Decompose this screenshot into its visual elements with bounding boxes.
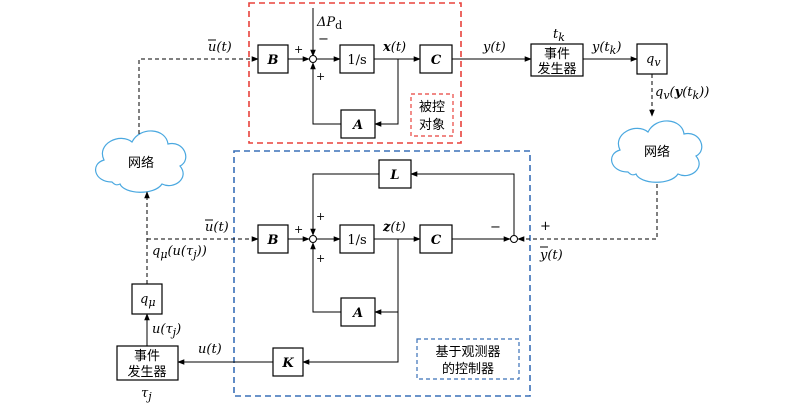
obs-A-to-sum [310,242,341,313]
network-cloud-right [611,120,703,183]
event-gen-top-line2: 发生器 [537,61,576,77]
observer-label-line1: 基于观测器 [435,345,500,360]
L-to-sum [310,173,379,236]
observer-label-line2: 的控制器 [442,361,494,377]
plant-integrator-label: 1/s [347,53,366,68]
t-k-label: tk [553,27,565,44]
q-mu-label: qμ [140,292,155,309]
observer-C-block [419,224,453,254]
observer-L-label: L [389,168,399,183]
obs-sum-plus-left: + [294,223,303,236]
network-right-label: 网络 [644,144,670,160]
observer-K-label: K [281,356,294,371]
u-tau-label: u(τj) [152,322,181,339]
event-generator-top [530,43,584,77]
u-bar-mid-label: u(t) [205,220,229,235]
qv-label: qv [646,52,661,69]
q-mu-block [131,283,163,315]
y-bar-label: y(t) [539,248,563,263]
disturbance-label: ΔPd [316,15,342,32]
plant-B-block [257,44,289,74]
plant-label-box [410,93,454,137]
plant-A-to-sum [310,62,341,125]
event-gen-top-line1: 事件 [544,47,570,62]
observer-K-block [272,347,304,377]
plant-sum-junction [309,55,317,63]
y-tk-label: y(tk) [591,40,621,57]
observer-A-block [340,297,376,327]
y-bar-plus: + [540,219,551,234]
plant-y-label: y(t) [482,40,506,55]
plant-label-line1: 被控 [419,100,445,115]
error-to-L [410,171,515,239]
qv-block [636,43,668,75]
observer-label-box [416,338,520,380]
u-t-label: u(t) [198,342,222,357]
obs-sum-plus-bottom: + [316,252,325,265]
observer-L-block [378,159,412,189]
observer-B-label: B [267,233,279,248]
error-junction [510,235,518,243]
observer-integrator-label: 1/s [347,233,366,248]
qv-y-tk-label: qv(y(tk)) [655,85,709,102]
plant-state-to-A [374,59,399,127]
plant-frame [248,2,462,144]
observer-A-label: A [351,306,363,321]
observer-integrator-block [339,224,375,254]
plant-A-block [340,109,376,139]
network-left-label: 网络 [128,155,154,171]
event-gen-bottom-line1: 事件 [134,349,160,364]
plant-sum-plus-left: + [294,43,303,56]
obs-state-to-A [374,239,399,315]
y-bar-line [517,184,658,242]
obs-sum-plus-top: + [316,210,325,223]
u-bar-top-label: u(t) [208,40,232,55]
observer-sum-junction [309,235,317,243]
plant-B-label: B [267,53,279,68]
observer-C-label: C [431,233,442,248]
network-cloud-left [95,130,187,193]
disturbance-sign: − [318,32,329,47]
plant-A-label: A [351,118,363,133]
plant-C-block [419,44,453,74]
plant-state-label: x(t) [382,40,406,55]
plant-integrator-block [339,44,375,74]
observer-state-label: z(t) [382,220,406,235]
obs-state-to-K [302,312,399,365]
plant-sum-plus-bottom: + [316,70,325,83]
q-mu-u-tau-label: qμ(u(τj)) [152,244,207,261]
tau-j-label: τj [141,386,152,403]
plant-C-label: C [431,53,442,68]
error-minus: − [490,220,501,235]
plant-label-line2: 对象 [419,118,445,133]
event-gen-bottom-line2: 发生器 [127,364,166,380]
u-bar-top-line [138,56,259,134]
